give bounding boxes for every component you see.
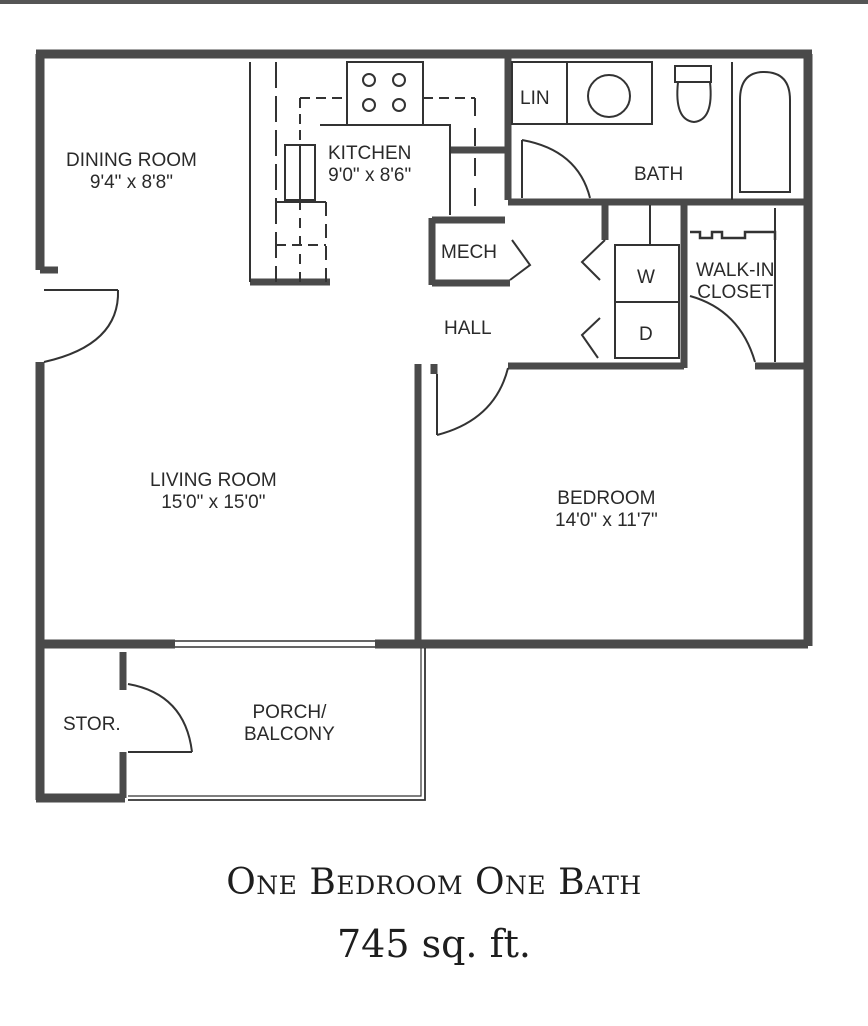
plan-area: 745 sq. ft. <box>336 922 531 966</box>
kitchen-label: KITCHEN 9'0" x 8'6" <box>328 143 411 187</box>
living-room-label: LIVING ROOM 15'0" x 15'0" <box>150 470 277 514</box>
living-room-name: LIVING ROOM <box>150 470 277 491</box>
hall-label: HALL <box>444 318 492 339</box>
bedroom-label: BEDROOM 14'0" x 11'7" <box>555 488 658 532</box>
closet-name-line2: CLOSET <box>697 282 774 303</box>
exterior-walls <box>35 49 813 803</box>
washer-label: W <box>637 267 655 288</box>
porch-name-line2: BALCONY <box>244 724 335 745</box>
floor-plan <box>35 49 813 803</box>
bath-label: BATH <box>634 164 684 185</box>
dining-room-name: DINING ROOM <box>66 150 197 171</box>
kitchen-name: KITCHEN <box>328 143 412 164</box>
linen-label: LIN <box>520 88 550 109</box>
scan-edge <box>0 0 868 4</box>
plan-title: One Bedroom One Bath <box>226 862 642 903</box>
storage-label: STOR. <box>63 714 121 735</box>
living-room-dims: 15'0" x 15'0" <box>161 492 266 513</box>
walk-in-closet-label: WALK-IN CLOSET <box>696 260 774 304</box>
dining-room-label: DINING ROOM 9'4" x 8'8" <box>66 150 197 194</box>
dining-room-dims: 9'4" x 8'8" <box>89 172 173 193</box>
bedroom-name: BEDROOM <box>557 488 656 509</box>
porch-balcony-label: PORCH/ BALCONY <box>244 702 335 746</box>
porch-name-line1: PORCH/ <box>252 702 327 723</box>
closet-name-line1: WALK-IN <box>696 260 775 281</box>
dryer-label: D <box>639 324 653 345</box>
bedroom-dims: 14'0" x 11'7" <box>555 510 658 531</box>
mech-label: MECH <box>441 242 497 263</box>
kitchen-dims: 9'0" x 8'6" <box>328 165 412 186</box>
